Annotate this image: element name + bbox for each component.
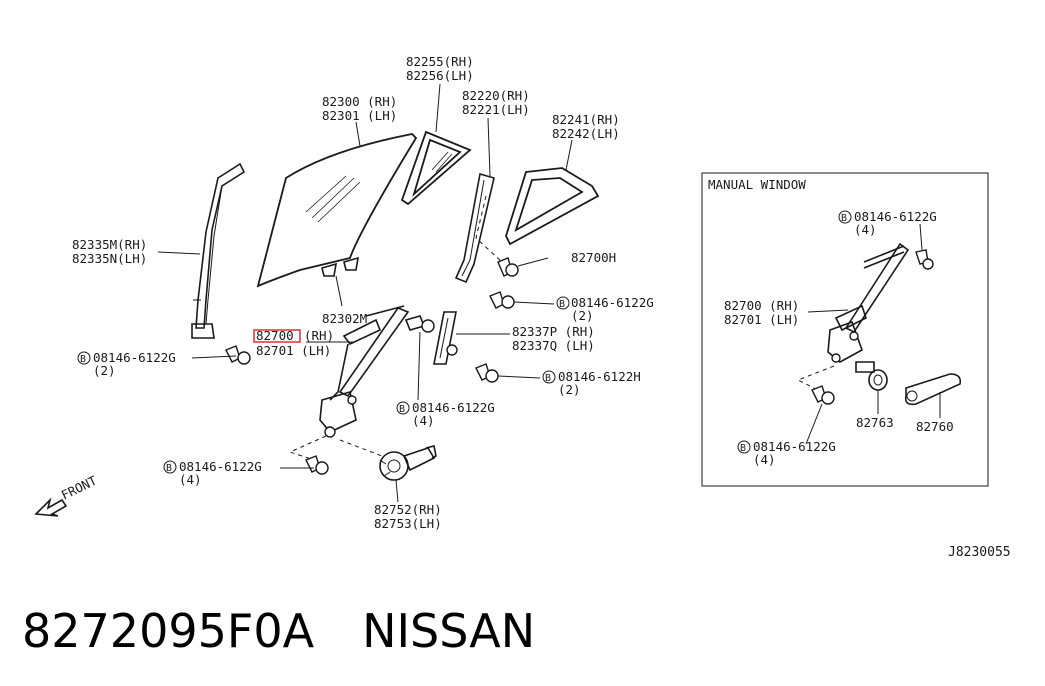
sash-part [454, 172, 503, 284]
diagram-code: J8230055 [948, 545, 1011, 560]
bolt-b-mark-1: B [556, 296, 570, 310]
label-mw-bolt-bottom: 08146-6122G [753, 439, 836, 454]
label-82255: 82255(RH) [406, 54, 474, 69]
label-82300: 82300 (RH) [322, 94, 397, 109]
bolt-b-mark-3: B [77, 351, 91, 365]
label-82337q: 82337Q (LH) [512, 338, 595, 353]
label-mw-82763: 82763 [856, 415, 894, 430]
label-bolt-h-2: 08146-6122H [558, 369, 641, 384]
svg-text:B: B [740, 443, 746, 454]
highlight-box [253, 329, 301, 343]
manual-regulator-part [827, 242, 910, 373]
label-bolt-g-4-low: 08146-6122G [179, 459, 262, 474]
label-front: FRONT [59, 473, 100, 503]
front-arrow-icon [34, 497, 68, 517]
bolt-b-mark-2: B [542, 370, 556, 384]
label-82256: 82256(LH) [406, 68, 474, 83]
label-82700h: 82700H [571, 250, 616, 265]
brand-name: NISSAN [362, 604, 536, 658]
bolt-h [475, 363, 499, 383]
label-82242: 82242(LH) [552, 126, 620, 141]
label-82700-rh: (RH) [304, 328, 334, 343]
label-bolt-g-2-left-qty: (2) [93, 363, 116, 378]
label-82302m: 82302M [322, 311, 367, 326]
label-bolt-g-2-top-qty: (2) [571, 308, 594, 323]
rear-rail-part [433, 311, 458, 365]
label-82241: 82241(RH) [552, 112, 620, 127]
label-82752: 82752(RH) [374, 502, 442, 517]
caption: 8272095F0A NISSAN [22, 598, 535, 664]
label-82337p: 82337P (RH) [512, 324, 595, 339]
svg-text:B: B [545, 373, 551, 384]
bolt-b-mark-5: B [163, 460, 177, 474]
label-mw-82701: 82701 (LH) [724, 312, 799, 327]
label-82221: 82221(LH) [462, 102, 530, 117]
manual-window-title: MANUAL WINDOW [708, 177, 806, 192]
label-82700-highlight[interactable]: 82700 [256, 328, 294, 343]
label-bolt-g-2-top: 08146-6122G [571, 295, 654, 310]
label-82335m: 82335M(RH) [72, 237, 147, 252]
svg-text:B: B [166, 463, 172, 474]
label-82335n: 82335N(LH) [72, 251, 147, 266]
bolt-b-mark-7: B [737, 440, 751, 454]
label-mw-82760: 82760 [916, 419, 954, 434]
mw-bolt-bottom [811, 385, 835, 405]
svg-text:B: B [80, 354, 86, 365]
power-regulator-part [319, 305, 435, 438]
label-82301: 82301 (LH) [322, 108, 397, 123]
label-bolt-g-4-mid: 08146-6122G [412, 400, 495, 415]
door-glass-part [256, 133, 418, 288]
label-bolt-h-2-qty: (2) [558, 382, 581, 397]
motor-part [379, 445, 437, 481]
label-mw-bolt-top: 08146-6122G [854, 209, 937, 224]
label-mw-bolt-top-qty: (4) [854, 222, 877, 237]
label-82753: 82753(LH) [374, 516, 442, 531]
bolt-b-mark-4: B [396, 401, 410, 415]
bolt-low [305, 455, 329, 475]
vent-glass-part [400, 130, 472, 206]
label-bolt-g-2-left: 08146-6122G [93, 350, 176, 365]
label-82701: 82701 (LH) [256, 343, 331, 358]
svg-text:B: B [841, 213, 847, 224]
svg-text:B: B [559, 299, 565, 310]
manual-window-panel: MANUAL WINDOW B 08146-6122G (4) 82700 (R… [701, 172, 989, 487]
label-bolt-g-4-low-qty: (4) [179, 472, 202, 487]
washer-part [868, 369, 888, 391]
label-82220: 82220(RH) [462, 88, 530, 103]
bolt-b-mark-6: B [838, 210, 852, 224]
part-number: 8272095F0A [22, 604, 315, 658]
svg-text:B: B [399, 404, 405, 415]
bolt-82700h [497, 257, 519, 277]
mw-bolt-top [915, 249, 934, 270]
handle-part [904, 373, 962, 406]
front-rail-part [191, 162, 246, 339]
label-bolt-g-4-mid-qty: (4) [412, 413, 435, 428]
corner-glass-part [505, 167, 600, 246]
label-mw-82700: 82700 (RH) [724, 298, 799, 313]
label-mw-bolt-bottom-qty: (4) [753, 452, 776, 467]
bolt-top-right [489, 291, 515, 309]
bolt-left [225, 345, 251, 365]
